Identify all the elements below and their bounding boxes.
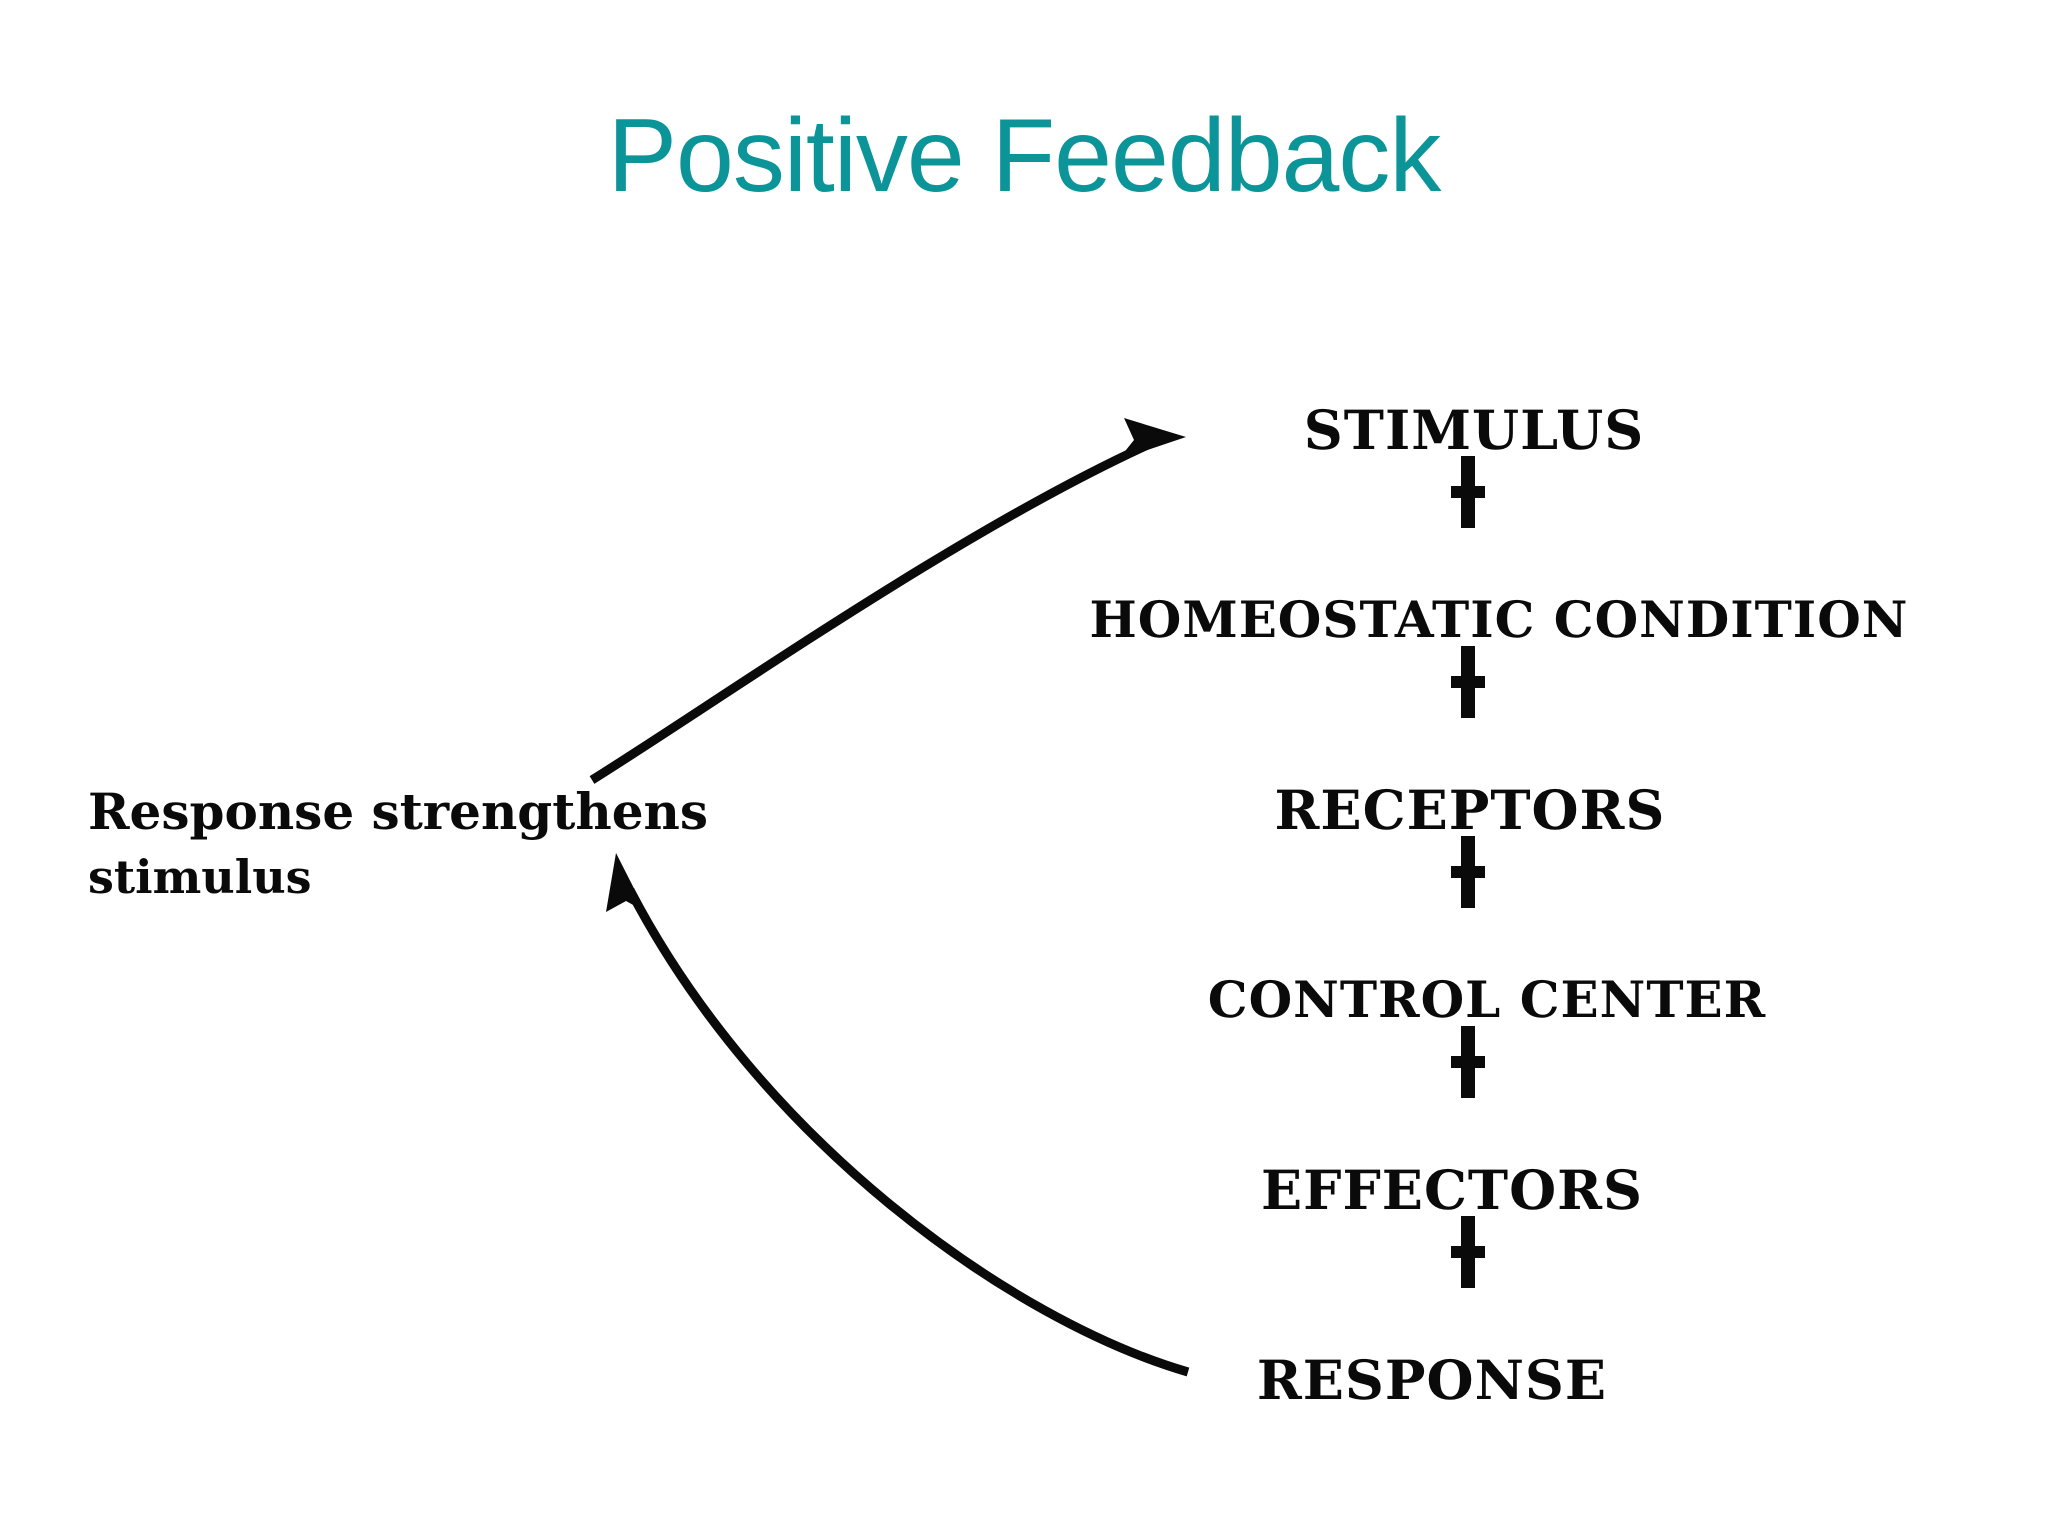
arrow-down-icon	[1451, 1216, 1485, 1288]
feedback-note: Response strengthens stimulus	[88, 778, 828, 909]
flow-node-stimulus: STIMULUS	[1303, 398, 1645, 462]
arrow-down-icon	[1451, 456, 1485, 528]
arrow-note-to-stimulus	[589, 418, 1186, 784]
feedback-note-line-2: stimulus	[88, 850, 312, 904]
feedback-note-line-1: Response strengthens	[88, 782, 709, 841]
flow-node-receptors: RECEPTORS	[1274, 778, 1666, 842]
arrow-response-to-note	[606, 853, 1190, 1377]
flow-node-response: RESPONSE	[1256, 1348, 1608, 1412]
page-title: Positive Feedback	[607, 98, 1442, 214]
flow-node-homeostatic-condition: HOMEOSTATIC CONDITION	[1089, 590, 1909, 649]
arrow-down-icon	[1451, 646, 1485, 718]
arrow-down-icon	[1451, 836, 1485, 908]
flow-node-effectors: EFFECTORS	[1260, 1158, 1644, 1222]
flow-node-control-center: CONTROL CENTER	[1207, 970, 1767, 1029]
arrow-down-icon	[1451, 1026, 1485, 1098]
